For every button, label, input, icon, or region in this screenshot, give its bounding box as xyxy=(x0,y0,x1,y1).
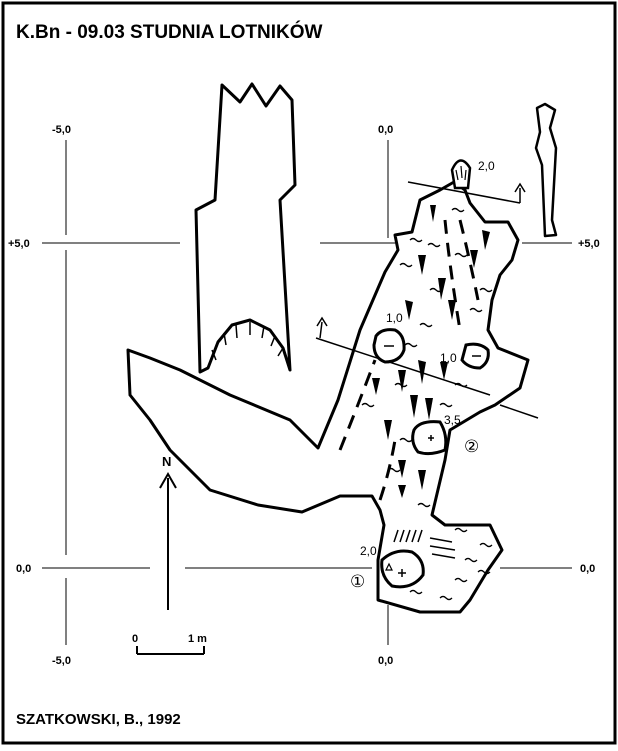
cave-profile-right xyxy=(534,102,558,238)
depth-label-right-bulge: 1,0 xyxy=(440,351,457,365)
profile-hachures xyxy=(211,322,284,361)
pit-middle xyxy=(411,420,448,456)
chimney-hachures xyxy=(455,165,467,181)
grid-lines xyxy=(42,140,572,645)
scale-bar xyxy=(136,646,205,655)
grid-label-x-top-center: 0,0 xyxy=(378,124,393,136)
grid-label-x-top-left: -5,0 xyxy=(52,124,71,136)
scale-label-start: 0 xyxy=(132,633,138,645)
depth-label-bottom: 2,0 xyxy=(360,544,377,558)
breakdown-blocks xyxy=(372,205,490,498)
cave-plan-outline xyxy=(126,180,530,614)
depth-label-left-bulge: 1,0 xyxy=(386,311,403,325)
grid-label-y-upper-right: +5,0 xyxy=(578,238,600,250)
scale-label-end: 1 m xyxy=(188,633,207,645)
survey-point-icon xyxy=(385,562,393,571)
author-credit: SZATKOWSKI, B., 1992 xyxy=(16,711,181,728)
grid-label-y-lower-left: 0,0 xyxy=(16,563,31,575)
grid-label-y-upper-left: +5,0 xyxy=(8,238,30,250)
cave-profile-left xyxy=(194,82,297,374)
sediment-symbols xyxy=(361,207,493,601)
depth-label-top: 2,0 xyxy=(478,159,495,173)
pit-right xyxy=(460,342,490,370)
pit-bottom xyxy=(380,549,425,589)
grid-label-x-bottom-left: -5,0 xyxy=(52,655,71,667)
map-title: K.Bn - 09.03 STUDNIA LOTNIKÓW xyxy=(16,21,323,43)
depth-label-middle: 3,5 xyxy=(444,413,461,427)
entrance-marker-1: ① xyxy=(350,572,365,591)
entrance-marker-2: ② xyxy=(464,437,479,456)
bottom-striations xyxy=(393,529,456,559)
section-line-top xyxy=(407,181,526,204)
top-chimney xyxy=(450,159,472,190)
grid-label-x-bottom-center: 0,0 xyxy=(378,655,393,667)
pit-left xyxy=(372,328,406,364)
grid-label-y-lower-right: 0,0 xyxy=(580,563,595,575)
north-arrow-icon xyxy=(159,471,177,610)
north-label: N xyxy=(162,454,171,469)
